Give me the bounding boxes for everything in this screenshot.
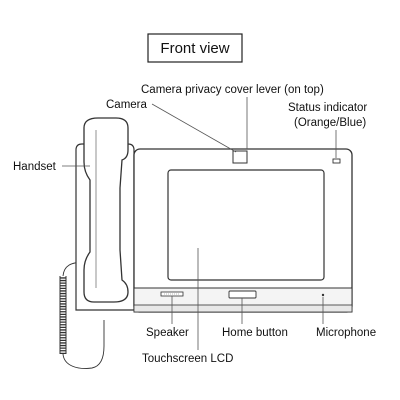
label-touchscreen: Touchscreen LCD <box>142 353 233 365</box>
label-privacy-lever: Camera privacy cover lever (on top) <box>141 84 324 96</box>
label-handset: Handset <box>13 161 57 173</box>
handset <box>83 117 129 303</box>
title-box <box>147 33 243 63</box>
label-status-indicator-colors: (Orange/Blue) <box>294 117 366 129</box>
label-speaker: Speaker <box>146 327 189 339</box>
label-home-button: Home button <box>222 327 288 339</box>
label-microphone: Microphone <box>316 327 376 339</box>
home-button <box>228 290 257 299</box>
status-indicator <box>332 158 341 164</box>
label-camera: Camera <box>106 99 148 111</box>
camera <box>232 150 248 164</box>
label-status-indicator: Status indicator <box>288 102 367 114</box>
touchscreen-lcd <box>167 169 325 281</box>
title-text: Front view <box>160 40 229 57</box>
leader-camera <box>151 103 237 153</box>
leader-lines <box>62 97 337 350</box>
microphone <box>321 293 325 297</box>
